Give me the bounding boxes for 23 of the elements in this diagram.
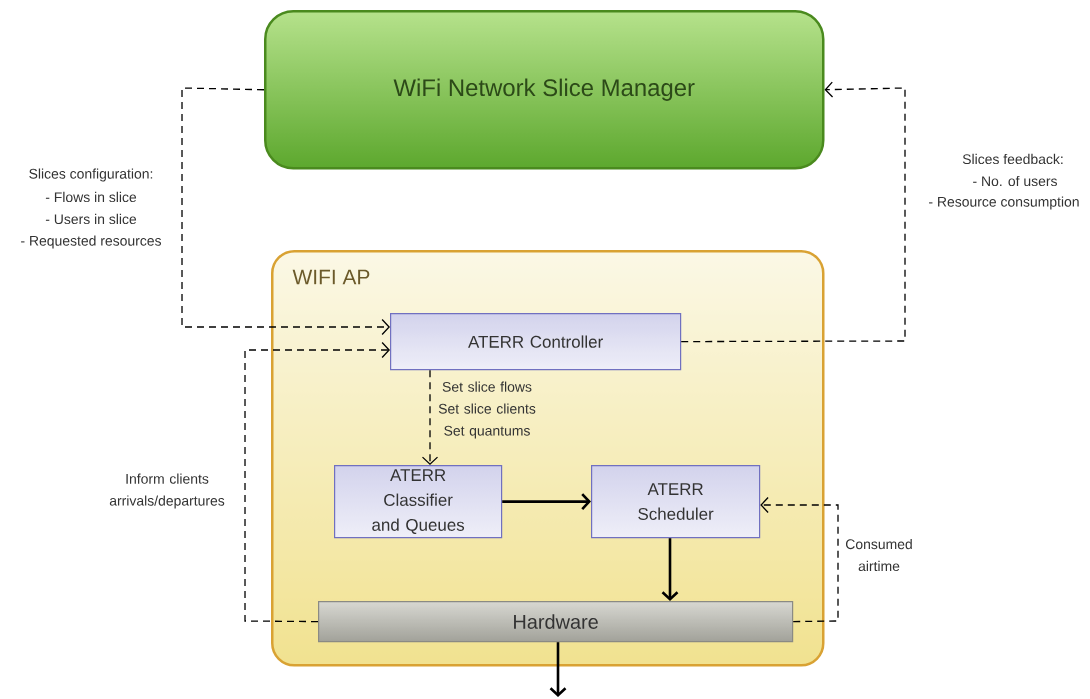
annotation-text: - Flows in slice <box>45 191 137 203</box>
arrow <box>181 87 390 336</box>
annotation-text: - No. of users <box>973 175 1057 187</box>
annotation-text: Slices feedback: <box>962 153 1063 165</box>
arrow <box>549 642 567 697</box>
arrow <box>680 81 906 343</box>
process-box: ATERR Scheduler <box>591 465 761 539</box>
edge-label: Consumed airtime <box>846 538 912 572</box>
annotation-text: Slices configuration: <box>29 168 153 182</box>
manager-box: WiFi Network Slice Manager <box>264 10 825 170</box>
arrow <box>421 369 439 465</box>
arrow <box>760 496 839 623</box>
process-box: ATERR Classifier and Queues <box>334 465 503 539</box>
arrow <box>502 493 591 510</box>
annotation-text: - Resource consumption <box>929 196 1079 210</box>
annotation-text: - Requested resources <box>21 235 161 249</box>
process-box: ATERR Controller <box>390 313 682 371</box>
arrow <box>244 341 390 623</box>
hardware-bar: Hardware <box>318 601 794 643</box>
edge-label: Set slice flows Set slice clients Set quantums <box>438 381 536 439</box>
edge-label: Inform clients arrivals/departures <box>109 473 225 509</box>
arrow <box>661 538 679 601</box>
annotation-text: - Users in slice <box>45 213 137 225</box>
